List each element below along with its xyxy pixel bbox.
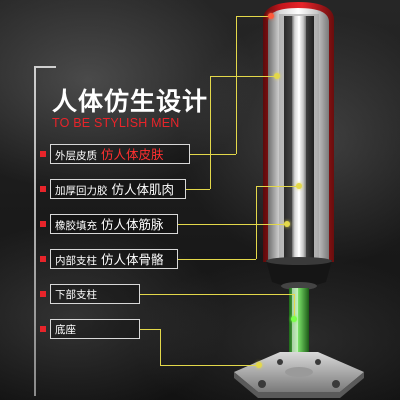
callout-line-bone-vertical [256, 186, 257, 259]
callout-line-skin-top [236, 16, 272, 17]
layer-big-text: 仿人体肌肉 [111, 182, 175, 197]
layer-marker [40, 221, 46, 227]
banner-subtitle: TO BE STYLISH MEN [52, 116, 180, 130]
layer-small-text: 底座 [55, 324, 76, 336]
callout-dot-bone [296, 183, 302, 189]
callout-line-tendon [178, 224, 286, 225]
callout-line-muscle-vertical [210, 76, 211, 189]
layer-small-text: 加厚回力胶 [55, 185, 108, 197]
callout-line-bone-top [256, 186, 298, 187]
callout-line-skin [190, 154, 236, 155]
layer-label-base: 底座 [50, 319, 140, 339]
layer-marker [40, 326, 46, 332]
layer-big-text: 仿人体皮肤 [101, 147, 164, 162]
callout-line-lower-pole [140, 294, 294, 295]
callout-line-muscle-top [210, 76, 276, 77]
layer-label-lower-pole: 下部支柱 [50, 284, 140, 304]
layer-marker [40, 151, 46, 157]
layer-small-text: 内部支柱 [55, 255, 97, 267]
layer-marker [40, 291, 46, 297]
callout-line-skin-vertical [236, 16, 237, 154]
left-bracket-top [34, 66, 56, 68]
callout-dot-skin [268, 13, 274, 19]
callout-line-muscle [186, 189, 210, 190]
left-bracket-line [34, 66, 36, 396]
callout-dot-lower-pole [291, 316, 297, 322]
banner-title: 人体仿生设计 [52, 87, 209, 116]
layer-big-text: 仿人体骨骼 [101, 252, 164, 267]
layer-label-tendon: 橡胶填充仿人体筋脉 [50, 214, 178, 234]
callout-dot-muscle [274, 73, 280, 79]
layer-label-muscle: 加厚回力胶仿人体肌肉 [50, 179, 186, 199]
layer-label-bone: 内部支柱仿人体骨骼 [50, 249, 178, 269]
callout-line-base-bottom [160, 365, 258, 366]
callout-line-base-vertical [160, 329, 161, 365]
callout-dot-tendon [284, 221, 290, 227]
layer-small-text: 下部支柱 [55, 289, 97, 301]
layer-marker [40, 256, 46, 262]
layer-marker [40, 186, 46, 192]
callout-dot-base [256, 362, 262, 368]
layer-label-skin: 外层皮质仿人体皮肤 [50, 144, 190, 164]
callout-line-bone [178, 259, 256, 260]
callout-line-lower-pole-vertical [294, 294, 295, 318]
layer-small-text: 橡胶填充 [55, 220, 97, 232]
layer-small-text: 外层皮质 [55, 150, 97, 162]
layer-big-text: 仿人体筋脉 [101, 217, 164, 232]
callout-line-base [140, 329, 160, 330]
